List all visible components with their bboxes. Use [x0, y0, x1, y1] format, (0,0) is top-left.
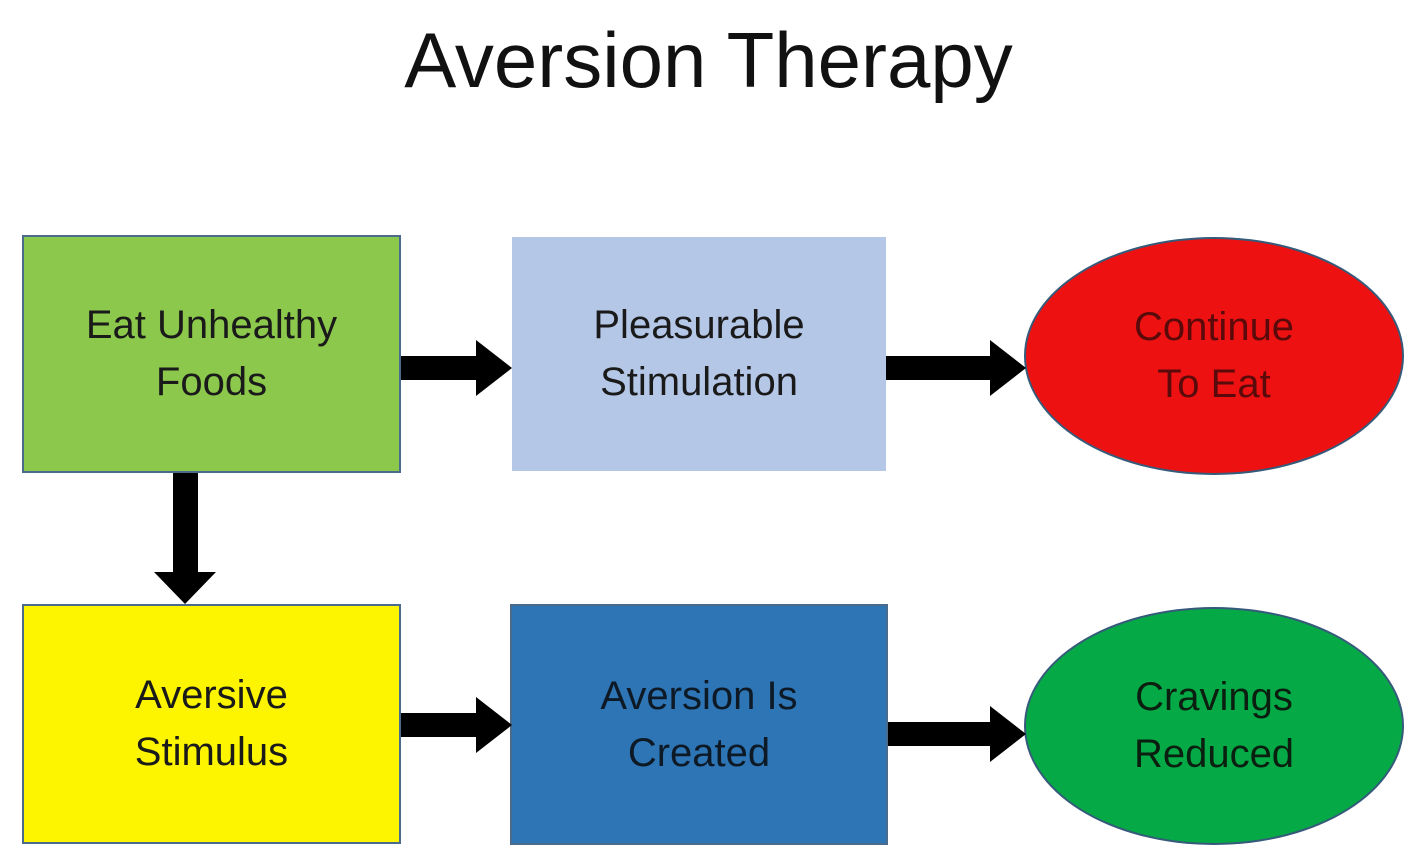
arrow-eat-to-aversive [154, 473, 216, 604]
node-label-line: Continue [1133, 305, 1295, 349]
node-label-line: Reduced [1133, 732, 1295, 776]
node-label-line: Stimulation [600, 360, 798, 404]
node-label: Continue To Eat [1134, 299, 1294, 413]
arrow-created-to-cravings [888, 706, 1026, 762]
diagram-title: Aversion Therapy [404, 16, 1013, 104]
node-label: Aversive Stimulus [135, 667, 288, 781]
node-label: Pleasurable Stimulation [593, 297, 804, 411]
node-label: Eat Unhealthy Foods [86, 297, 337, 411]
node-label-line: Foods [155, 360, 268, 404]
node-label-line: Aversive [135, 673, 288, 717]
node-label-line: To Eat [1157, 362, 1271, 406]
node-label: Cravings Reduced [1134, 669, 1294, 783]
node-pleasurable-stimulation: Pleasurable Stimulation [512, 237, 886, 471]
node-cravings-reduced: Cravings Reduced [1024, 607, 1404, 845]
node-label-line: Created [627, 730, 771, 775]
node-label-line: Pleasurable [593, 303, 805, 347]
node-eat-unhealthy-foods: Eat Unhealthy Foods [22, 235, 401, 473]
node-aversive-stimulus: Aversive Stimulus [22, 604, 401, 844]
arrow-eat-to-pleasurable [401, 340, 512, 396]
node-label-line: Eat Unhealthy [85, 303, 338, 347]
node-label: Aversion Is Created [600, 668, 797, 782]
node-label-line: Aversion Is [600, 673, 798, 718]
node-aversion-is-created: Aversion Is Created [510, 604, 888, 845]
node-continue-to-eat: Continue To Eat [1024, 237, 1404, 475]
node-label-line: Stimulus [134, 730, 289, 774]
arrow-pleasurable-to-continue [886, 340, 1026, 396]
node-label-line: Cravings [1135, 675, 1293, 719]
arrow-aversive-to-created [401, 697, 512, 753]
